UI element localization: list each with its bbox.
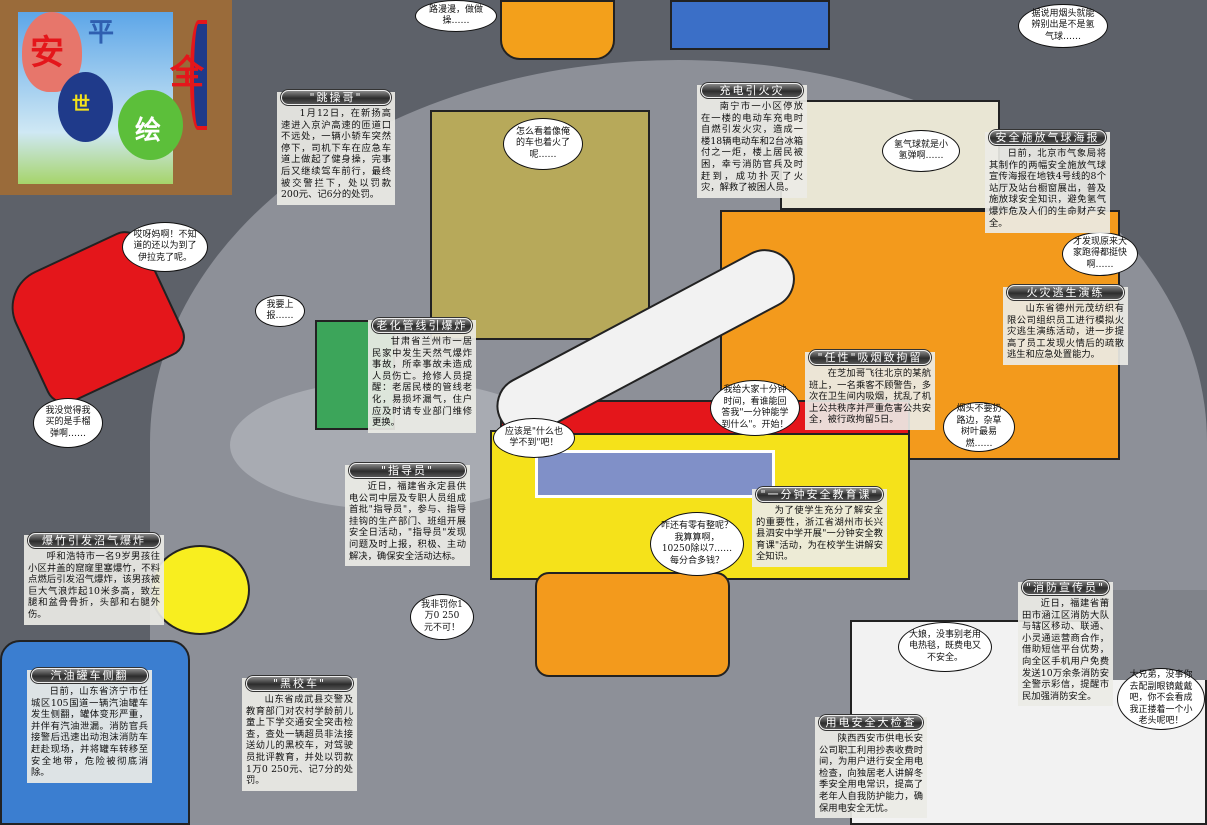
news-box: 充电引火灾南宁市一小区停放在一楼的电动车充电时自燃引发火灾，造成一楼18辆电动车… [697,83,807,198]
speech-bubble: 大娘，没事别老用电热毯，既费电又不安全。 [898,622,992,672]
school-bus [535,572,730,677]
news-box: "黑校车" 山东省成武县交警及教育部门对农村学龄前儿童上下学交通安全突击检查，查处… [242,676,357,791]
speech-bubble: 哎呀妈啊！不知道的还以为到了伊拉克了呢。 [122,222,208,272]
news-box: 爆竹引发沼气爆炸呼和浩特市一名9岁男孩往小区井盖的窟窿里塞爆竹，不料点燃后引发沼… [24,533,164,625]
news-body: 近日，福建省莆田市涵江区消防大队与辖区移动、联通、小灵通运营商合作，借助短信平台… [1022,598,1109,702]
speech-bubble: 我非罚你1万0 250元不可！ [410,594,474,640]
logo-char: 全 [170,53,204,93]
news-body: 日前，北京市气象局将其制作的两幅安全施放气球宣传海报在地铁4号线的8个站厅及站台… [989,148,1106,229]
news-body: 日前，山东省济宁市任城区105国道一辆汽油罐车发生侧翻，罐体变形严重，并伴有汽油… [31,686,148,779]
news-body: 山东省成武县交警及教育部门对农村学龄前儿童上下学交通安全突击检查，查处一辆超员非… [246,694,353,787]
news-body: 呼和浩特市一名9岁男孩往小区井盖的窟窿里塞爆竹，不料点燃后引发沼气爆炸，该男孩被… [28,551,160,620]
news-box: 火灾逃生演练山东省德州元茂纺织有限公司组织员工进行模拟火灾逃生演练活动，进一步提… [1003,285,1128,365]
logo-char: 平 [88,18,115,48]
speech-bubble: 才发现原来大家跑得都挺快啊…… [1062,232,1138,276]
news-title: 火灾逃生演练 [1007,285,1124,300]
speech-bubble: 我没觉得我买的是手榴弹啊…… [33,398,103,448]
news-body: 南宁市一小区停放在一楼的电动车充电时自燃引发火灾，造成一楼18辆电动车和2台冰箱… [701,101,803,194]
news-box: 安全施放气球海报日前，北京市气象局将其制作的两幅安全施放气球宣传海报在地铁4号线… [985,130,1110,234]
balloon-2 [58,72,113,142]
school-window [535,450,775,498]
news-body: 陕西西安市供电长安公司职工利用抄表收费时间，为用户进行安全用电检查，向独居老人讲… [819,733,923,814]
speech-bubble: 怎么看着像俺的车也着火了呢…… [503,118,583,170]
news-box: 汽油罐车侧翻日前，山东省济宁市任城区105国道一辆汽油罐车发生侧翻，罐体变形严重… [27,668,152,783]
topiary-tree [118,90,183,160]
house-roof [1100,590,1207,680]
news-box: "指导员" 近日，福建省永定县供电公司中层及专职人员组成首批"指导员"，参与、指导… [345,463,470,567]
balloon-3 [190,20,207,130]
news-box: "消防宣传员" 近日，福建省莆田市涵江区消防大队与辖区移动、联通、小灵通运营商合作… [1018,580,1113,707]
news-title: 用电安全大检查 [819,715,923,730]
news-title: "消防宣传员" [1022,580,1109,595]
news-title: 安全施放气球海报 [989,130,1106,145]
news-title: "黑校车" [246,676,353,691]
speech-bubble: 氢气球就是小氢弹啊…… [882,130,960,172]
explosion [150,545,250,635]
speech-bubble: 应该是"什么也学不到"吧！ [493,418,575,458]
logo-char: 绘 [135,116,162,146]
speech-bubble: 我要上报…… [255,295,305,327]
logo-char: 世 [72,94,90,115]
speech-bubble: 烟头不要扔路边，杂草树叶最易燃…… [943,402,1015,452]
orange-car-top [500,0,615,60]
news-title: 爆竹引发沼气爆炸 [28,533,160,548]
news-title: 汽油罐车侧翻 [31,668,148,683]
news-title: "跳操哥" [281,90,391,105]
news-body: 甘肃省兰州市一居民家中发生天然气爆炸事故，所幸事故未造成人员伤亡。抢修人员提醒：… [372,336,472,429]
blue-truck-top [670,0,830,50]
news-body: 为了使学生充分了解安全的重要性，浙江省湖州市长兴县泗安中学开展"一分钟安全教育课… [756,505,883,563]
news-title: 老化管线引爆炸 [372,318,472,333]
news-title: "一分钟安全教育课" [756,487,883,502]
speech-bubble: 咋还有零有整呢？我算算啊，10250除以7……每分合多钱？ [650,512,744,576]
speech-bubble: 据说用烟头就能辨别出是不是氢气球…… [1018,4,1108,48]
news-title: "指导员" [349,463,466,478]
news-box: 用电安全大检查陕西西安市供电长安公司职工利用抄表收费时间，为用户进行安全用电检查… [815,715,927,819]
news-box: "一分钟安全教育课" 为了使学生充分了解安全的重要性，浙江省湖州市长兴县泗安中学开… [752,487,887,567]
news-box: "跳操哥" 1月12日，在新扬高速进入京沪高速的匝道口不远处，一辆小轿车突然停下，… [277,90,395,205]
logo-char: 安 [30,33,64,73]
speech-bubble: 路漫漫，做做操…… [415,0,497,32]
news-body: 近日，福建省永定县供电公司中层及专职人员组成首批"指导员"，参与、指导挂钩的生产… [349,481,466,562]
news-body: 1月12日，在新扬高速进入京沪高速的匝道口不远处，一辆小轿车突然停下，司机下车在… [281,108,391,201]
news-title: "任性"吸烟致拘留 [809,350,931,365]
speech-bubble: 大兄弟，没事你去配副眼镜戴戴吧，你不会看成我正搂着一个小老头呢吧！ [1117,668,1205,730]
news-box: 老化管线引爆炸甘肃省兰州市一居民家中发生天然气爆炸事故，所幸事故未造成人员伤亡。… [368,318,476,433]
news-body: 在芝加哥飞往北京的某航班上，一名乘客不顾警告，多次在卫生间内吸烟，扰乱了机上公共… [809,368,931,426]
news-body: 山东省德州元茂纺织有限公司组织员工进行模拟火灾逃生演练活动，进一步提高了员工发现… [1007,303,1124,361]
speech-bubble: 我给大家十分钟时间，看谁能回答我"一分钟能学到什么"。开始！ [710,380,800,436]
news-title: 充电引火灾 [701,83,803,98]
news-box: "任性"吸烟致拘留在芝加哥飞往北京的某航班上，一名乘客不顾警告，多次在卫生间内吸… [805,350,935,430]
